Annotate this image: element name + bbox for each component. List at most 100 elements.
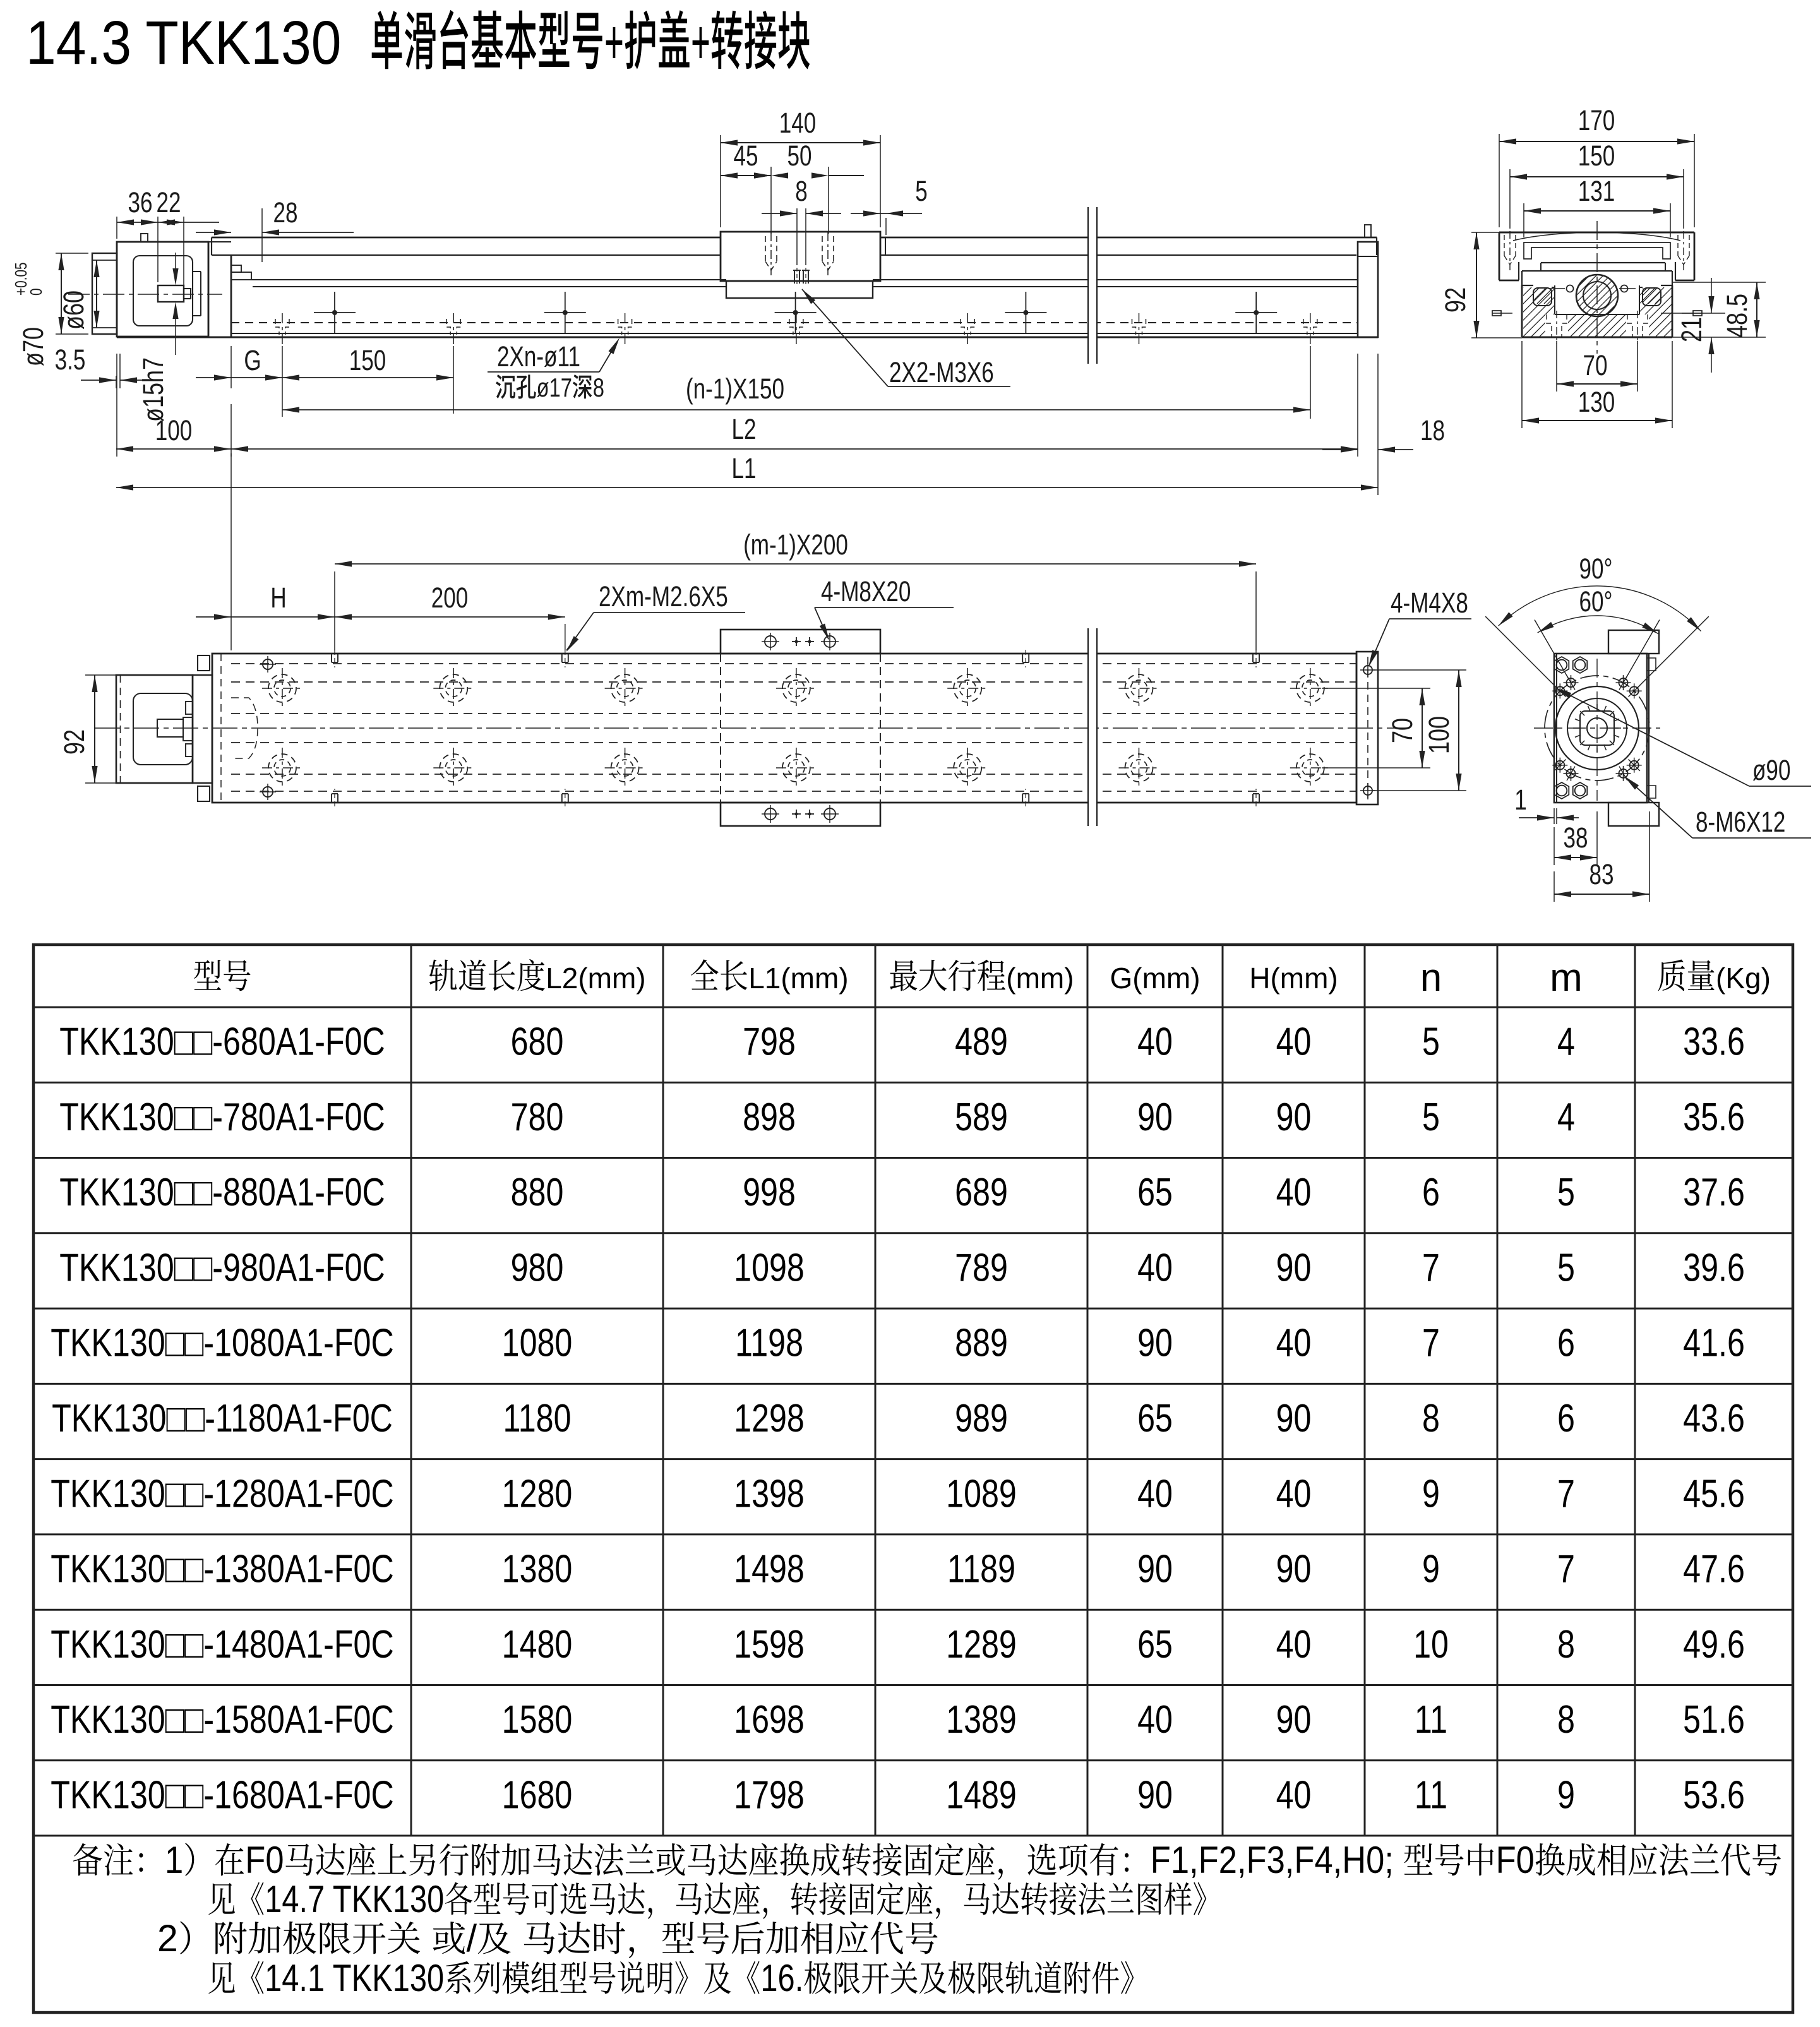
svg-text:40: 40 (1137, 1245, 1173, 1289)
svg-text:4-M4X8: 4-M4X8 (1391, 587, 1468, 619)
svg-text:49.6: 49.6 (1683, 1622, 1745, 1666)
svg-text:1198: 1198 (735, 1321, 803, 1365)
svg-text:90: 90 (1137, 1546, 1173, 1590)
svg-text:40: 40 (1276, 1471, 1312, 1515)
svg-text:ø60: ø60 (57, 290, 90, 330)
svg-text:10: 10 (1413, 1622, 1449, 1666)
svg-text:489: 489 (955, 1020, 1008, 1063)
svg-text:7: 7 (1557, 1546, 1575, 1590)
svg-text:1380: 1380 (502, 1546, 573, 1590)
svg-text:92: 92 (58, 729, 90, 755)
svg-text:9: 9 (1557, 1773, 1575, 1816)
svg-text:65: 65 (1137, 1622, 1173, 1666)
svg-text:8: 8 (1557, 1622, 1575, 1666)
svg-text:170: 170 (1578, 104, 1615, 136)
svg-text:1398: 1398 (734, 1471, 805, 1515)
svg-text:ø90: ø90 (1752, 754, 1790, 786)
svg-text:TKK130□□-780A1-F0C: TKK130□□-780A1-F0C (59, 1095, 385, 1139)
svg-text:1189: 1189 (947, 1546, 1015, 1590)
svg-text:35.6: 35.6 (1683, 1095, 1745, 1139)
svg-text:F0: F0 (245, 1839, 284, 1881)
svg-text:5: 5 (915, 175, 928, 207)
svg-text:6: 6 (1422, 1170, 1440, 1214)
svg-text:43.6: 43.6 (1683, 1396, 1745, 1440)
svg-text:1489: 1489 (946, 1773, 1017, 1816)
svg-text:1480: 1480 (502, 1622, 573, 1666)
svg-text:90: 90 (1137, 1773, 1173, 1816)
svg-text:TKK130□□-1480A1-F0C: TKK130□□-1480A1-F0C (51, 1622, 393, 1666)
svg-text:5: 5 (1422, 1095, 1440, 1139)
svg-text:F1,F2,F3,F4,H0;: F1,F2,F3,F4,H0; (1151, 1839, 1394, 1881)
svg-text:1598: 1598 (734, 1622, 805, 1666)
svg-text:L1: L1 (731, 452, 756, 484)
svg-text:5: 5 (1557, 1170, 1575, 1214)
svg-text:1580: 1580 (502, 1697, 573, 1741)
svg-text:798: 798 (743, 1020, 796, 1063)
svg-text:789: 789 (955, 1245, 1008, 1289)
svg-text:150: 150 (349, 344, 386, 376)
svg-text:2X2-M3X6: 2X2-M3X6 (889, 356, 994, 388)
svg-text:40: 40 (1276, 1020, 1312, 1063)
svg-text:1180: 1180 (503, 1396, 572, 1440)
svg-text:TKK130□□-680A1-F0C: TKK130□□-680A1-F0C (59, 1020, 385, 1063)
svg-text:L2: L2 (731, 413, 756, 445)
svg-text:1680: 1680 (502, 1773, 573, 1816)
svg-text:ø15h7: ø15h7 (137, 357, 169, 422)
svg-text:45: 45 (733, 140, 758, 172)
svg-text:8: 8 (1557, 1697, 1575, 1741)
svg-text:1098: 1098 (734, 1245, 805, 1289)
svg-text:689: 689 (955, 1170, 1008, 1214)
svg-text:(mm): (mm) (1006, 962, 1074, 995)
svg-text:70: 70 (1583, 349, 1607, 381)
svg-text:14.7 TKK130: 14.7 TKK130 (265, 1877, 444, 1920)
svg-text:4-M8X20: 4-M8X20 (821, 575, 911, 607)
svg-text:G(mm): G(mm) (1110, 962, 1200, 995)
svg-text:70: 70 (1386, 718, 1418, 743)
svg-text:1280: 1280 (502, 1471, 573, 1515)
svg-text:4: 4 (1557, 1095, 1575, 1139)
svg-text:1: 1 (1514, 784, 1527, 816)
svg-text:1: 1 (165, 1839, 183, 1881)
svg-text:39.6: 39.6 (1683, 1245, 1745, 1289)
svg-text:11: 11 (1415, 1697, 1447, 1741)
svg-text:7: 7 (1422, 1321, 1440, 1365)
svg-text:90: 90 (1276, 1396, 1312, 1440)
svg-text:998: 998 (743, 1170, 796, 1214)
svg-text:7: 7 (1557, 1471, 1575, 1515)
svg-text:2: 2 (157, 1917, 178, 1960)
svg-text:1289: 1289 (946, 1622, 1017, 1666)
svg-text:9: 9 (1422, 1546, 1440, 1590)
svg-text:51.6: 51.6 (1683, 1697, 1745, 1741)
svg-text:92: 92 (1439, 287, 1471, 313)
svg-text:TKK130□□-1080A1-F0C: TKK130□□-1080A1-F0C (51, 1321, 393, 1365)
svg-text:131: 131 (1578, 175, 1615, 207)
svg-text:2Xn-ø11: 2Xn-ø11 (497, 340, 580, 373)
svg-text:11: 11 (1415, 1773, 1447, 1816)
svg-text:8: 8 (1422, 1396, 1440, 1440)
svg-text:22: 22 (156, 186, 181, 218)
svg-text:TKK130□□-1680A1-F0C: TKK130□□-1680A1-F0C (51, 1773, 393, 1816)
svg-text:TKK130□□-1180A1-F0C: TKK130□□-1180A1-F0C (52, 1396, 393, 1440)
svg-text:(m-1)X200: (m-1)X200 (743, 529, 848, 561)
svg-text:1498: 1498 (734, 1546, 805, 1590)
svg-text:200: 200 (431, 582, 469, 614)
svg-text:898: 898 (743, 1095, 796, 1139)
svg-text:45.6: 45.6 (1683, 1471, 1745, 1515)
svg-text:40: 40 (1276, 1773, 1312, 1816)
svg-text:1298: 1298 (734, 1396, 805, 1440)
svg-text:50: 50 (787, 140, 811, 172)
svg-text:/: / (467, 1917, 477, 1960)
svg-text:65: 65 (1137, 1170, 1173, 1214)
svg-text:1089: 1089 (946, 1471, 1017, 1515)
svg-text:(Kg): (Kg) (1716, 962, 1771, 995)
svg-text:53.6: 53.6 (1683, 1773, 1745, 1816)
svg-text:G: G (244, 344, 261, 376)
svg-text:1389: 1389 (946, 1697, 1017, 1741)
svg-text:100: 100 (1423, 716, 1455, 754)
svg-text:3.5: 3.5 (55, 344, 86, 376)
svg-text:40: 40 (1137, 1697, 1173, 1741)
svg-text:F0: F0 (1496, 1839, 1535, 1881)
svg-text:40: 40 (1276, 1321, 1312, 1365)
svg-text:6: 6 (1557, 1396, 1575, 1440)
svg-text:L2(mm): L2(mm) (546, 962, 645, 995)
